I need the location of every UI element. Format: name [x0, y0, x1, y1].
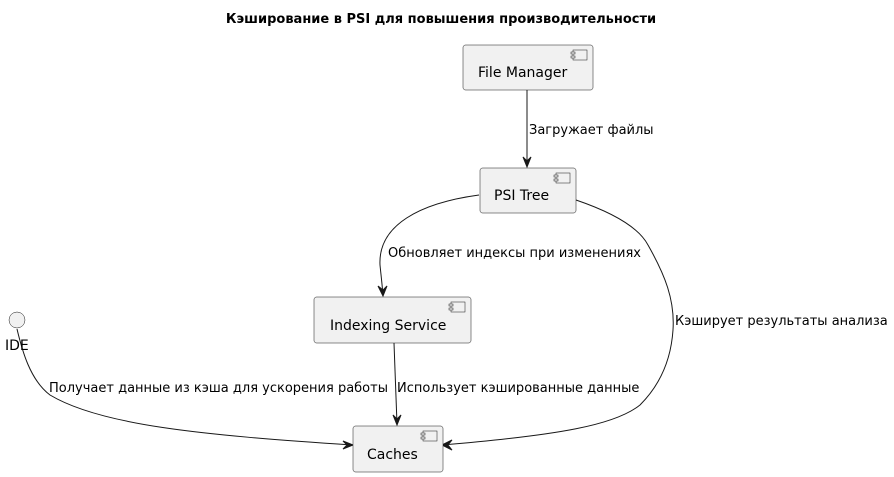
component-icon — [420, 430, 438, 442]
edge-psi-to-index: Обновляет индексы при изменениях — [377, 194, 641, 298]
diagram-title: Кэширование в PSI для повышения производ… — [226, 12, 656, 27]
component-file-manager[interactable]: File Manager — [462, 44, 594, 91]
component-label: Indexing Service — [330, 318, 446, 334]
component-label: Caches — [367, 447, 418, 463]
component-psi-tree[interactable]: PSI Tree — [479, 167, 577, 214]
edge-fm-to-psi: Загружает файлы — [522, 90, 654, 169]
arrowhead — [377, 285, 388, 298]
edge-label-index-to-caches: Использует кэшированные данные — [397, 381, 639, 396]
component-caches[interactable]: Caches — [352, 425, 444, 473]
edge-label-ide-to-caches: Получает данные из кэша для ускорения ра… — [49, 381, 388, 396]
arrowhead — [522, 156, 532, 169]
edge-label-psi-to-caches: Кэширует результаты анализа — [675, 314, 888, 329]
component-label: PSI Tree — [494, 188, 549, 204]
component-icon — [448, 301, 466, 313]
edge-label-psi-to-index: Обновляет индексы при изменениях — [388, 246, 641, 261]
arrowhead — [342, 440, 355, 450]
component-label: File Manager — [478, 65, 567, 81]
arrowhead — [440, 439, 453, 451]
interface-label: IDE — [5, 338, 29, 354]
component-indexing-service[interactable]: Indexing Service — [313, 296, 472, 344]
edge-psi-to-caches: Кэширует результаты анализа — [440, 199, 888, 451]
edge-ide-to-caches: Получает данные из кэша для ускорения ра… — [16, 328, 388, 450]
component-icon — [570, 49, 588, 61]
edge-label-fm-to-psi: Загружает файлы — [529, 123, 654, 138]
interface-ide[interactable]: IDE — [5, 311, 29, 354]
component-icon — [553, 172, 571, 184]
edge-index-to-caches: Использует кэшированные данные — [392, 342, 639, 427]
interface-circle-icon — [8, 311, 26, 329]
arrowhead — [392, 414, 402, 427]
